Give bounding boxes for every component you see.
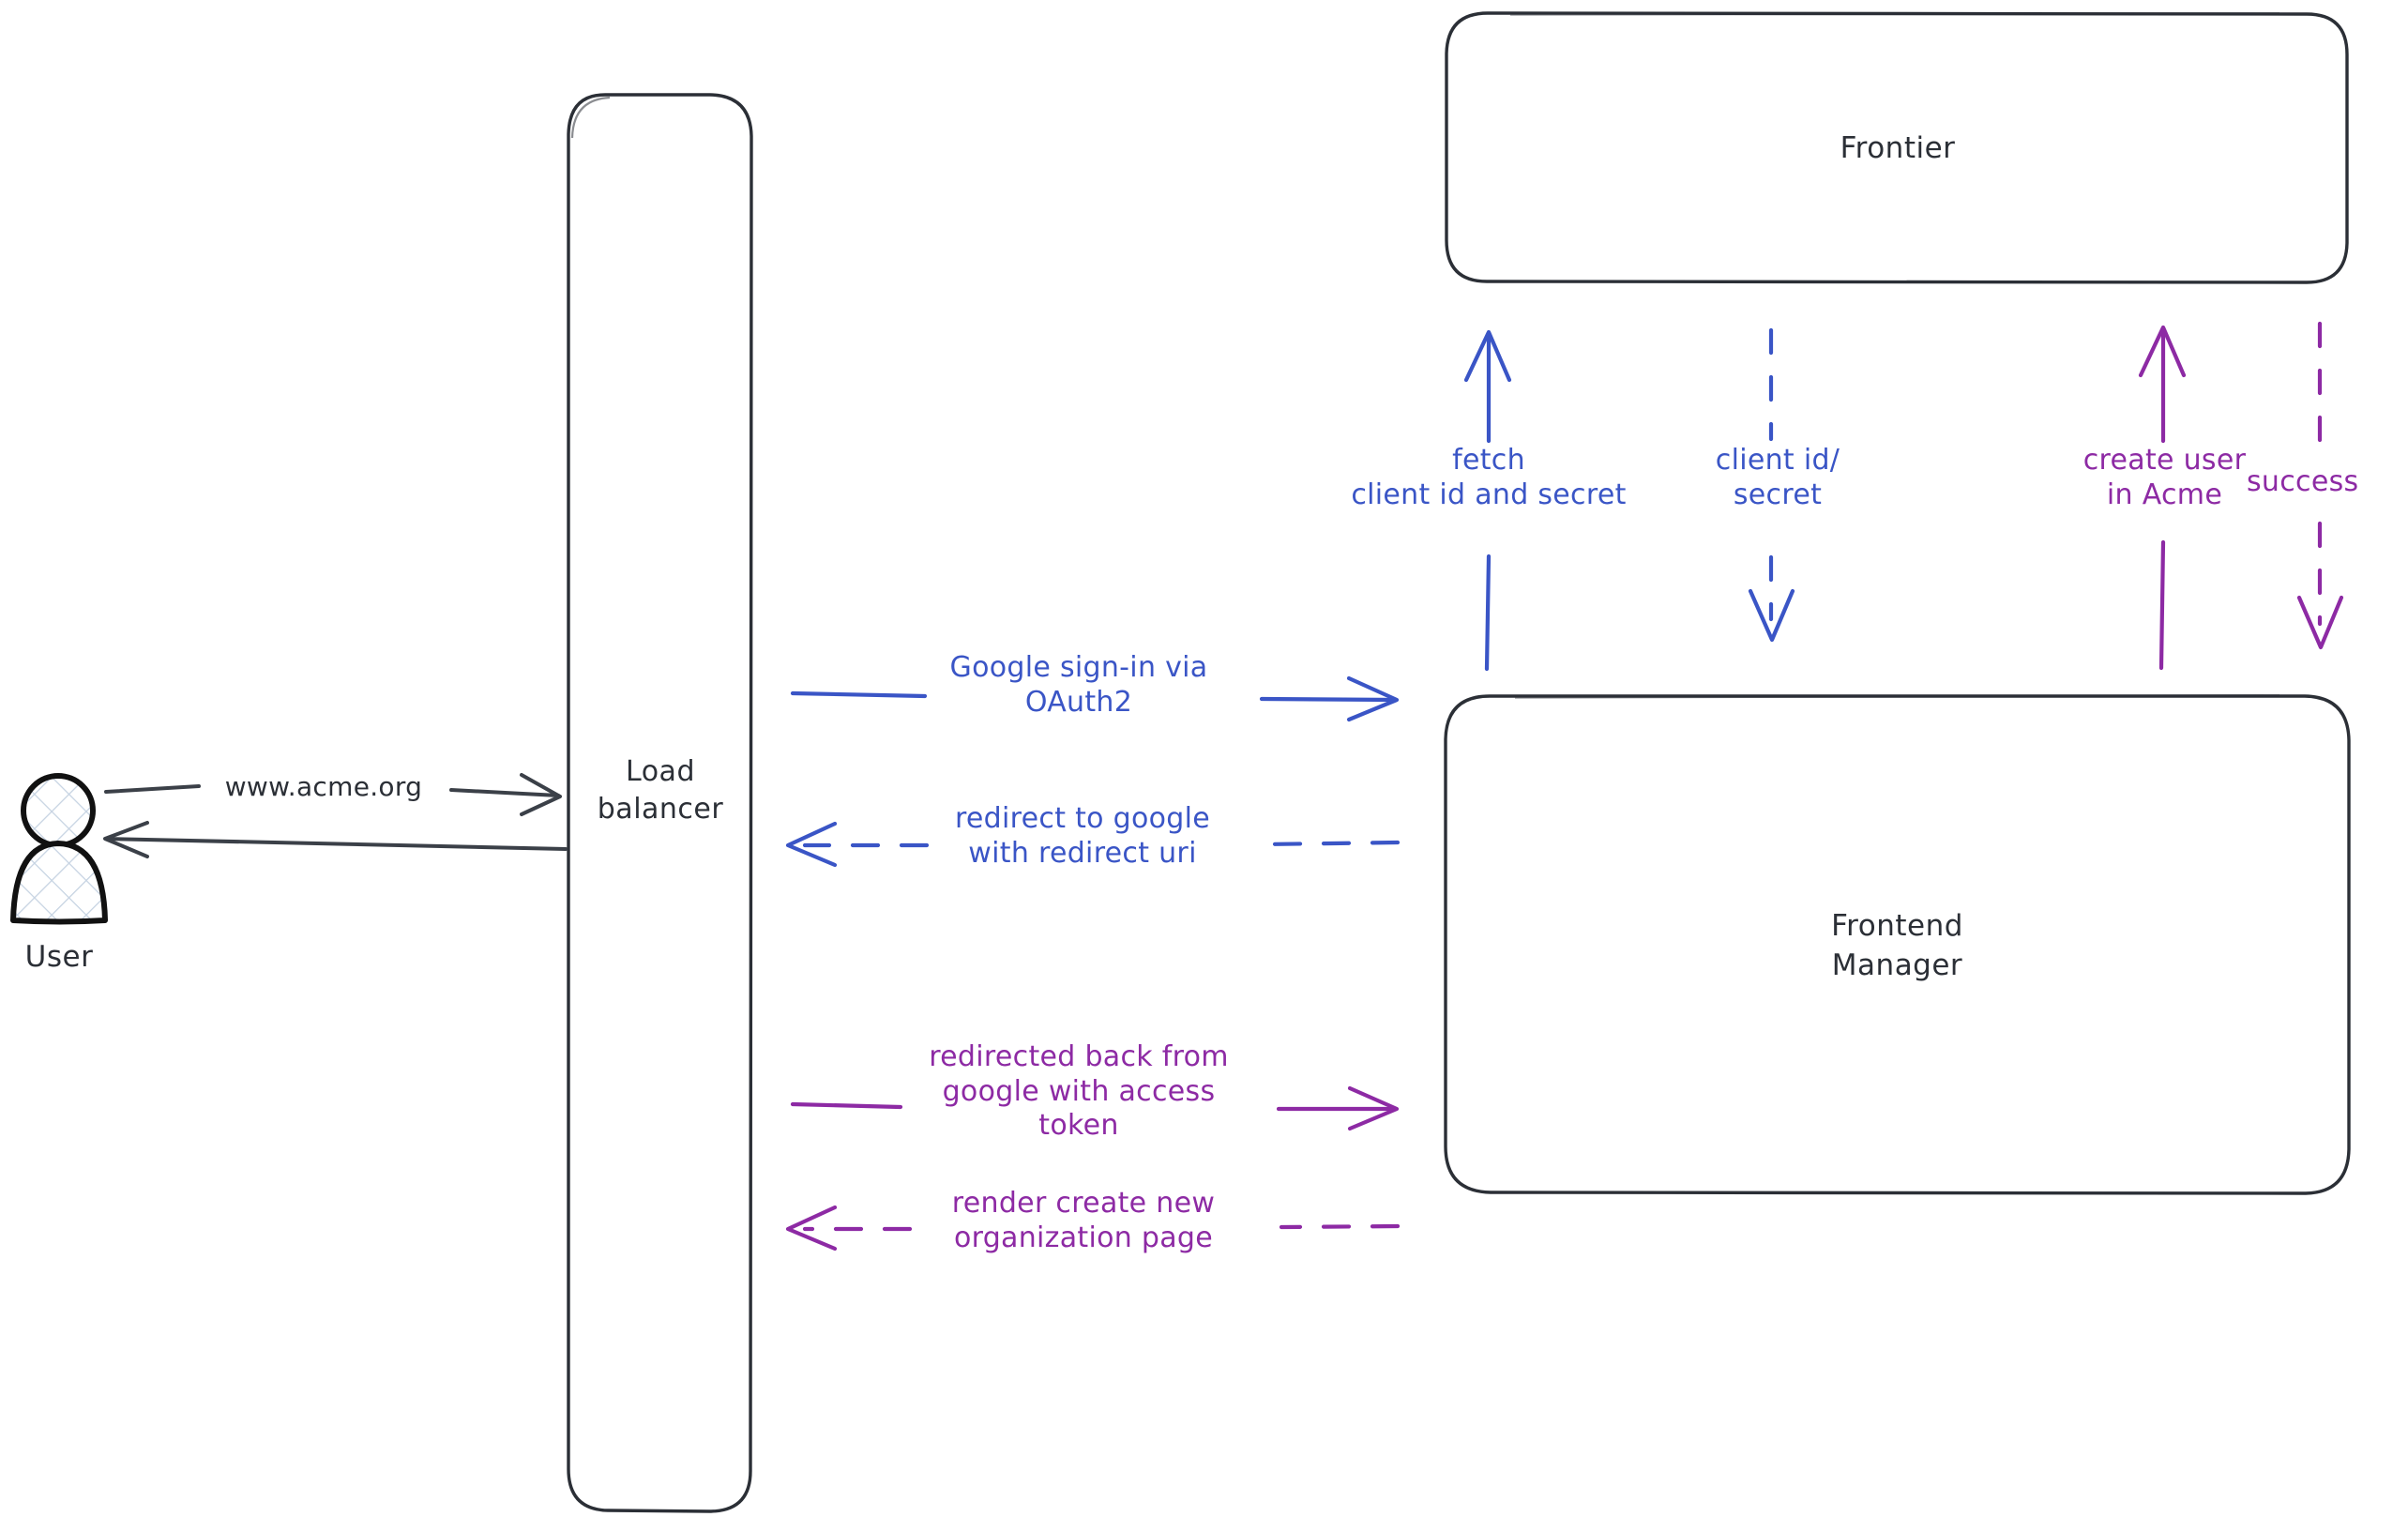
edge-fm-to-lb-redirect [785,821,1401,868]
edge-lb-to-user [103,821,568,858]
edge-frontier-to-fm-success [2296,321,2344,650]
edge-fm-to-frontier-create [2138,325,2187,671]
edge-fm-to-lb-render [785,1205,1401,1251]
edge-user-to-lb [104,773,562,816]
edge-lb-to-fm-token [790,1085,1400,1131]
edge-fm-to-frontier-fetch [1463,329,1512,672]
edge-lb-to-fm-signin [790,675,1400,722]
node-frontend-manager[interactable] [1444,694,2351,1195]
node-load-balancer[interactable] [567,93,753,1513]
edge-frontier-to-fm-creds [1748,327,1795,643]
actor-user[interactable] [10,773,108,925]
node-frontier[interactable] [1445,11,2349,284]
